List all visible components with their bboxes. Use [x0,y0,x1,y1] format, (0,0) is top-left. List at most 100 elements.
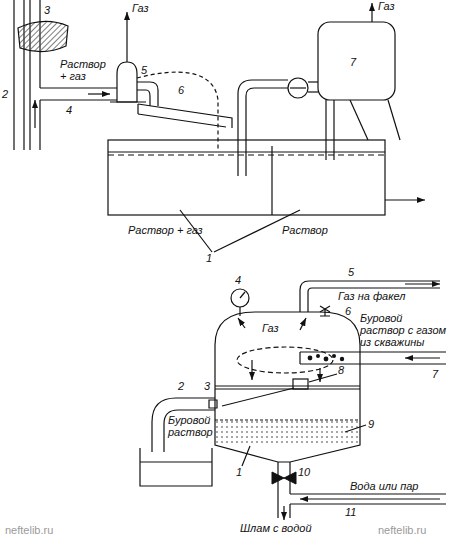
gas-bubble [324,357,329,362]
trough-body [138,104,232,128]
drill-pipe [29,0,30,150]
gas-arrow [300,318,306,330]
tank-body [318,22,395,100]
ground-line [110,101,146,102]
gas-arrow [405,283,440,284]
gas-bubble [316,354,320,358]
flow-arrow [251,360,252,380]
well-column [14,0,68,150]
sludge-layer [216,420,359,445]
callout-number: 7 [432,368,438,380]
annotation-label: Газ на факел [338,290,405,302]
gas-bubble [308,356,313,361]
callout-number: 6 [345,305,351,317]
pipe-wall [308,81,318,82]
callout-number: 5 [141,64,147,76]
sludge-boundary [215,419,360,420]
casing-wall [13,0,14,150]
pipe-wall [137,82,158,106]
annotation-label: Буровой раствор с газом из скважины [360,312,450,348]
pipe-wall [290,503,446,504]
pipe-wall [300,281,440,312]
flow-arrow [34,100,35,128]
annotation-label: Газ [132,2,149,14]
separator-body [117,62,137,102]
pipe-wall [152,398,215,452]
watermark: neftelib.ru [378,524,426,536]
pipe-wall [300,351,446,352]
callout-number: 5 [348,266,354,278]
callout-number: 1 [206,252,212,264]
pipe-wall [277,462,278,518]
flow-arrow [300,498,440,499]
annotation-label: Шлам с водой [240,522,312,534]
sludge-outlet [272,462,446,520]
flow-arrow [283,506,284,520]
pipe-end [299,352,300,364]
gas-arrow [126,12,127,62]
valve-symbol [209,400,217,408]
gas-bubble [340,357,344,361]
pipe-wall [325,100,326,160]
annotation-label: Раствор + газ [60,58,112,82]
degasser-vessel [215,312,366,466]
separator [110,12,218,150]
annotation-label: Вода или пар [350,480,419,492]
pressure-gauge [231,289,249,307]
callout-number: 7 [350,56,356,68]
mud-tank [108,140,425,252]
receiving-tank [140,448,212,486]
gas-outlet [300,281,440,316]
callout-number: 2 [2,88,8,100]
callout-number: 4 [235,274,241,286]
callout-number: 9 [368,418,374,430]
gas-bubble [332,354,336,358]
annotation-label: Раствор + газ [128,224,203,236]
pipe-wall [238,80,288,176]
leader-line [309,374,337,382]
flow-arrow [88,93,110,94]
callout-number: 2 [178,380,184,392]
drill-pipe [23,0,24,150]
gas-arrow [371,3,372,22]
callout-number: 1 [236,466,242,478]
valve-symbol [320,306,330,316]
pipe-wall [246,88,288,176]
pipe-wall [289,504,290,518]
float-lever [222,388,294,406]
casing-wall [39,100,40,150]
callout-number: 10 [298,466,310,478]
annotation-label: Газ [378,0,395,12]
inlet-pipe [300,352,446,364]
pipe-wall [308,91,318,92]
float-symbol [293,379,308,389]
annotation-label: Раствор [282,224,328,236]
valve-symbol [272,472,296,484]
leader-line [242,446,250,466]
annotation-label: Буровой раствор [168,414,214,438]
pipe-wall [40,99,117,100]
tank-partition [271,146,272,215]
preventer-seal [18,21,68,51]
dashed-line [137,72,218,150]
callout-number: 6 [178,84,184,96]
flow-arrow [405,357,440,358]
outlet-pipe [40,88,117,100]
vacuum-tank [318,3,400,140]
pipe-wall [333,100,334,160]
vessel-body [215,312,360,462]
watermark: neftelib.ru [5,524,53,536]
pipe-wall [40,87,117,88]
pump-line [238,78,334,176]
callout-number: 8 [338,364,344,376]
pump-symbol [290,87,306,88]
callout-number: 11 [345,506,356,518]
liquid-level [215,385,360,386]
pump-symbol [288,78,308,98]
liquid-level [140,461,212,462]
callout-number: 4 [66,104,72,116]
callout-number: 3 [44,4,50,16]
pipe-wall [300,363,446,364]
